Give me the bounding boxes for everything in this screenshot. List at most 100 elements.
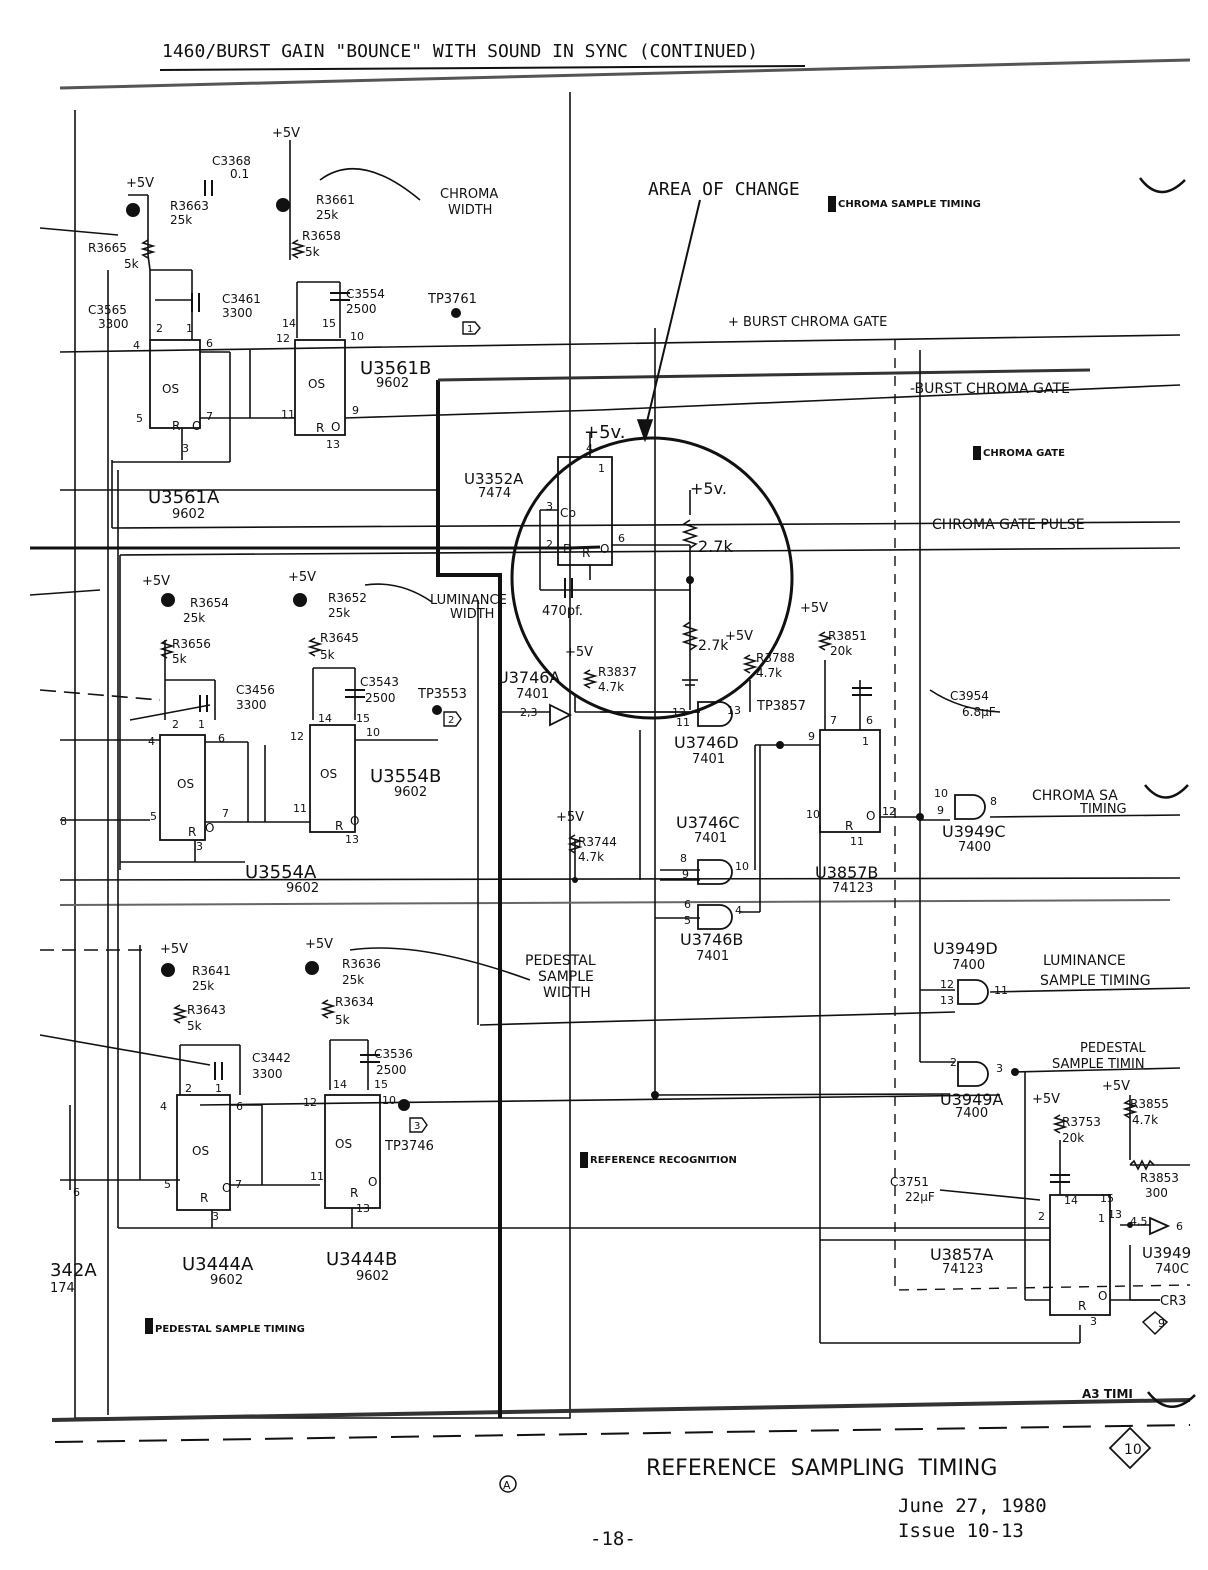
q-u3554b: O xyxy=(350,814,359,828)
r3643-value: 5k xyxy=(187,1019,202,1033)
chroma-sample-timing-block: CHROMA SAMPLE TIMING xyxy=(838,199,981,210)
pin: 1 xyxy=(1098,1212,1105,1225)
pin: 7 xyxy=(235,1178,242,1191)
pin: 13 xyxy=(356,1202,370,1215)
r3652-pot-icon xyxy=(293,593,307,607)
pin: 11 xyxy=(281,408,295,421)
v5-r3788: +5V xyxy=(725,629,753,644)
pin: 2 xyxy=(185,1082,192,1095)
os-u3444a: OS xyxy=(192,1144,209,1158)
neg-burst-chroma-gate-label: -BURST CHROMA GATE xyxy=(910,381,1070,397)
pin: 11 xyxy=(850,835,864,848)
c3554-label: C3554 xyxy=(346,287,385,301)
punch-holes xyxy=(1138,177,1196,1408)
section-title: REFERENCE SAMPLING TIMING xyxy=(646,1456,997,1481)
pin: 2 xyxy=(546,538,553,551)
u3746b-label: U3746B xyxy=(680,930,743,949)
pin: 7 xyxy=(206,410,213,423)
v5-r3744: +5V xyxy=(556,810,584,825)
pin: 15 xyxy=(1100,1192,1114,1205)
u3949a-type: 7400 xyxy=(955,1106,988,1121)
capacitors xyxy=(191,180,1070,1183)
pin: 15 xyxy=(322,317,336,330)
pin: 3 xyxy=(996,1062,1003,1075)
r-top-value: 2.7k xyxy=(698,537,733,556)
u3561b-type: 9602 xyxy=(376,376,409,391)
chroma-width-line2: WIDTH xyxy=(448,203,492,218)
r3656-value: 5k xyxy=(172,652,187,666)
pin: 1 xyxy=(862,735,869,748)
r-u3554b: R xyxy=(335,819,343,833)
pin: 9 xyxy=(682,868,689,881)
r3837-label: R3837 xyxy=(598,665,637,679)
r3634-value: 5k xyxy=(335,1013,350,1027)
c3954-value: 6.8μF xyxy=(962,705,996,719)
pin: 12 xyxy=(940,978,954,991)
pin: 9 xyxy=(937,804,944,817)
u3949c-label: U3949C xyxy=(942,822,1006,841)
pin: 2 xyxy=(1038,1210,1045,1223)
r3636-pot-icon xyxy=(305,961,319,975)
u3949a-label: U3949A xyxy=(940,1090,1003,1109)
c3565-value: 3300 xyxy=(98,317,129,331)
u3561a-type: 9602 xyxy=(172,507,205,522)
cp-u3352a: Cp xyxy=(560,506,576,520)
pin: 10 xyxy=(934,787,948,800)
r3661-pot-icon xyxy=(276,198,290,212)
u3554b-label: U3554B xyxy=(370,766,441,787)
tp3746-dot xyxy=(398,1099,410,1111)
v5-r3641: +5V xyxy=(160,942,188,957)
resistors xyxy=(140,239,1155,1171)
r3641-value: 25k xyxy=(192,979,214,993)
pin: 15 xyxy=(374,1078,388,1091)
tp3553-label: TP3553 xyxy=(417,687,467,702)
r3654-value: 25k xyxy=(183,611,205,625)
u3444a-label: U3444A xyxy=(182,1254,254,1275)
pin: 13 xyxy=(940,994,954,1007)
r3665-value: 5k xyxy=(124,257,139,271)
c3442-label: C3442 xyxy=(252,1051,291,1065)
r3661-label: R3661 xyxy=(316,193,355,207)
u3554a-type: 9602 xyxy=(286,881,319,896)
pin: 5 xyxy=(684,914,691,927)
r3652-label: R3652 xyxy=(328,591,367,605)
pin: 9 xyxy=(808,730,815,743)
r3643-label: R3643 xyxy=(187,1003,226,1017)
u3746b-type: 7401 xyxy=(696,949,729,964)
os-u3561b: OS xyxy=(308,377,325,391)
os-u3561a: OS xyxy=(162,382,179,396)
q-u3554a: O xyxy=(205,821,214,835)
luminance-sample-timing-out1: LUMINANCE xyxy=(1043,953,1126,969)
pin: 13 xyxy=(345,833,359,846)
pedestal-sample-timing-out2: SAMPLE TIMIN xyxy=(1052,1057,1145,1072)
u3949c-type: 7400 xyxy=(958,840,991,855)
u3746c-gate xyxy=(697,859,733,885)
pots xyxy=(126,198,1133,1228)
r3663-value: 25k xyxy=(170,213,192,227)
document-date: June 27, 1980 xyxy=(898,1495,1047,1517)
pin: 12 xyxy=(672,706,686,719)
pin: 12 xyxy=(303,1096,317,1109)
pin: 10 xyxy=(735,860,749,873)
c3536-label: C3536 xyxy=(374,1047,413,1061)
d-u3352a: D xyxy=(563,542,572,556)
pin: 12 xyxy=(290,730,304,743)
pin: 9 xyxy=(1158,1317,1165,1330)
c3543-label: C3543 xyxy=(360,675,399,689)
tp-1-tag: 1 xyxy=(467,324,473,335)
pin: 2 xyxy=(950,1056,957,1069)
pin: 6 xyxy=(236,1100,243,1113)
v5-r3652: +5V xyxy=(288,570,316,585)
pin: 4 xyxy=(160,1100,167,1113)
tp-2-tag: 2 xyxy=(448,715,454,726)
u3746d-gate xyxy=(697,701,733,727)
c3543-value: 2500 xyxy=(365,691,396,705)
u3857b-label: U3857B xyxy=(815,863,878,882)
r3663-pot-icon xyxy=(126,203,140,217)
pin: 15 xyxy=(356,712,370,725)
u3352a-box xyxy=(557,456,613,566)
pin: 11 xyxy=(676,716,690,729)
u3857b-box xyxy=(819,729,881,833)
q-u3444a: O xyxy=(222,1181,231,1195)
page-title: 1460/BURST GAIN "BOUNCE" WITH SOUND IN S… xyxy=(162,41,759,62)
